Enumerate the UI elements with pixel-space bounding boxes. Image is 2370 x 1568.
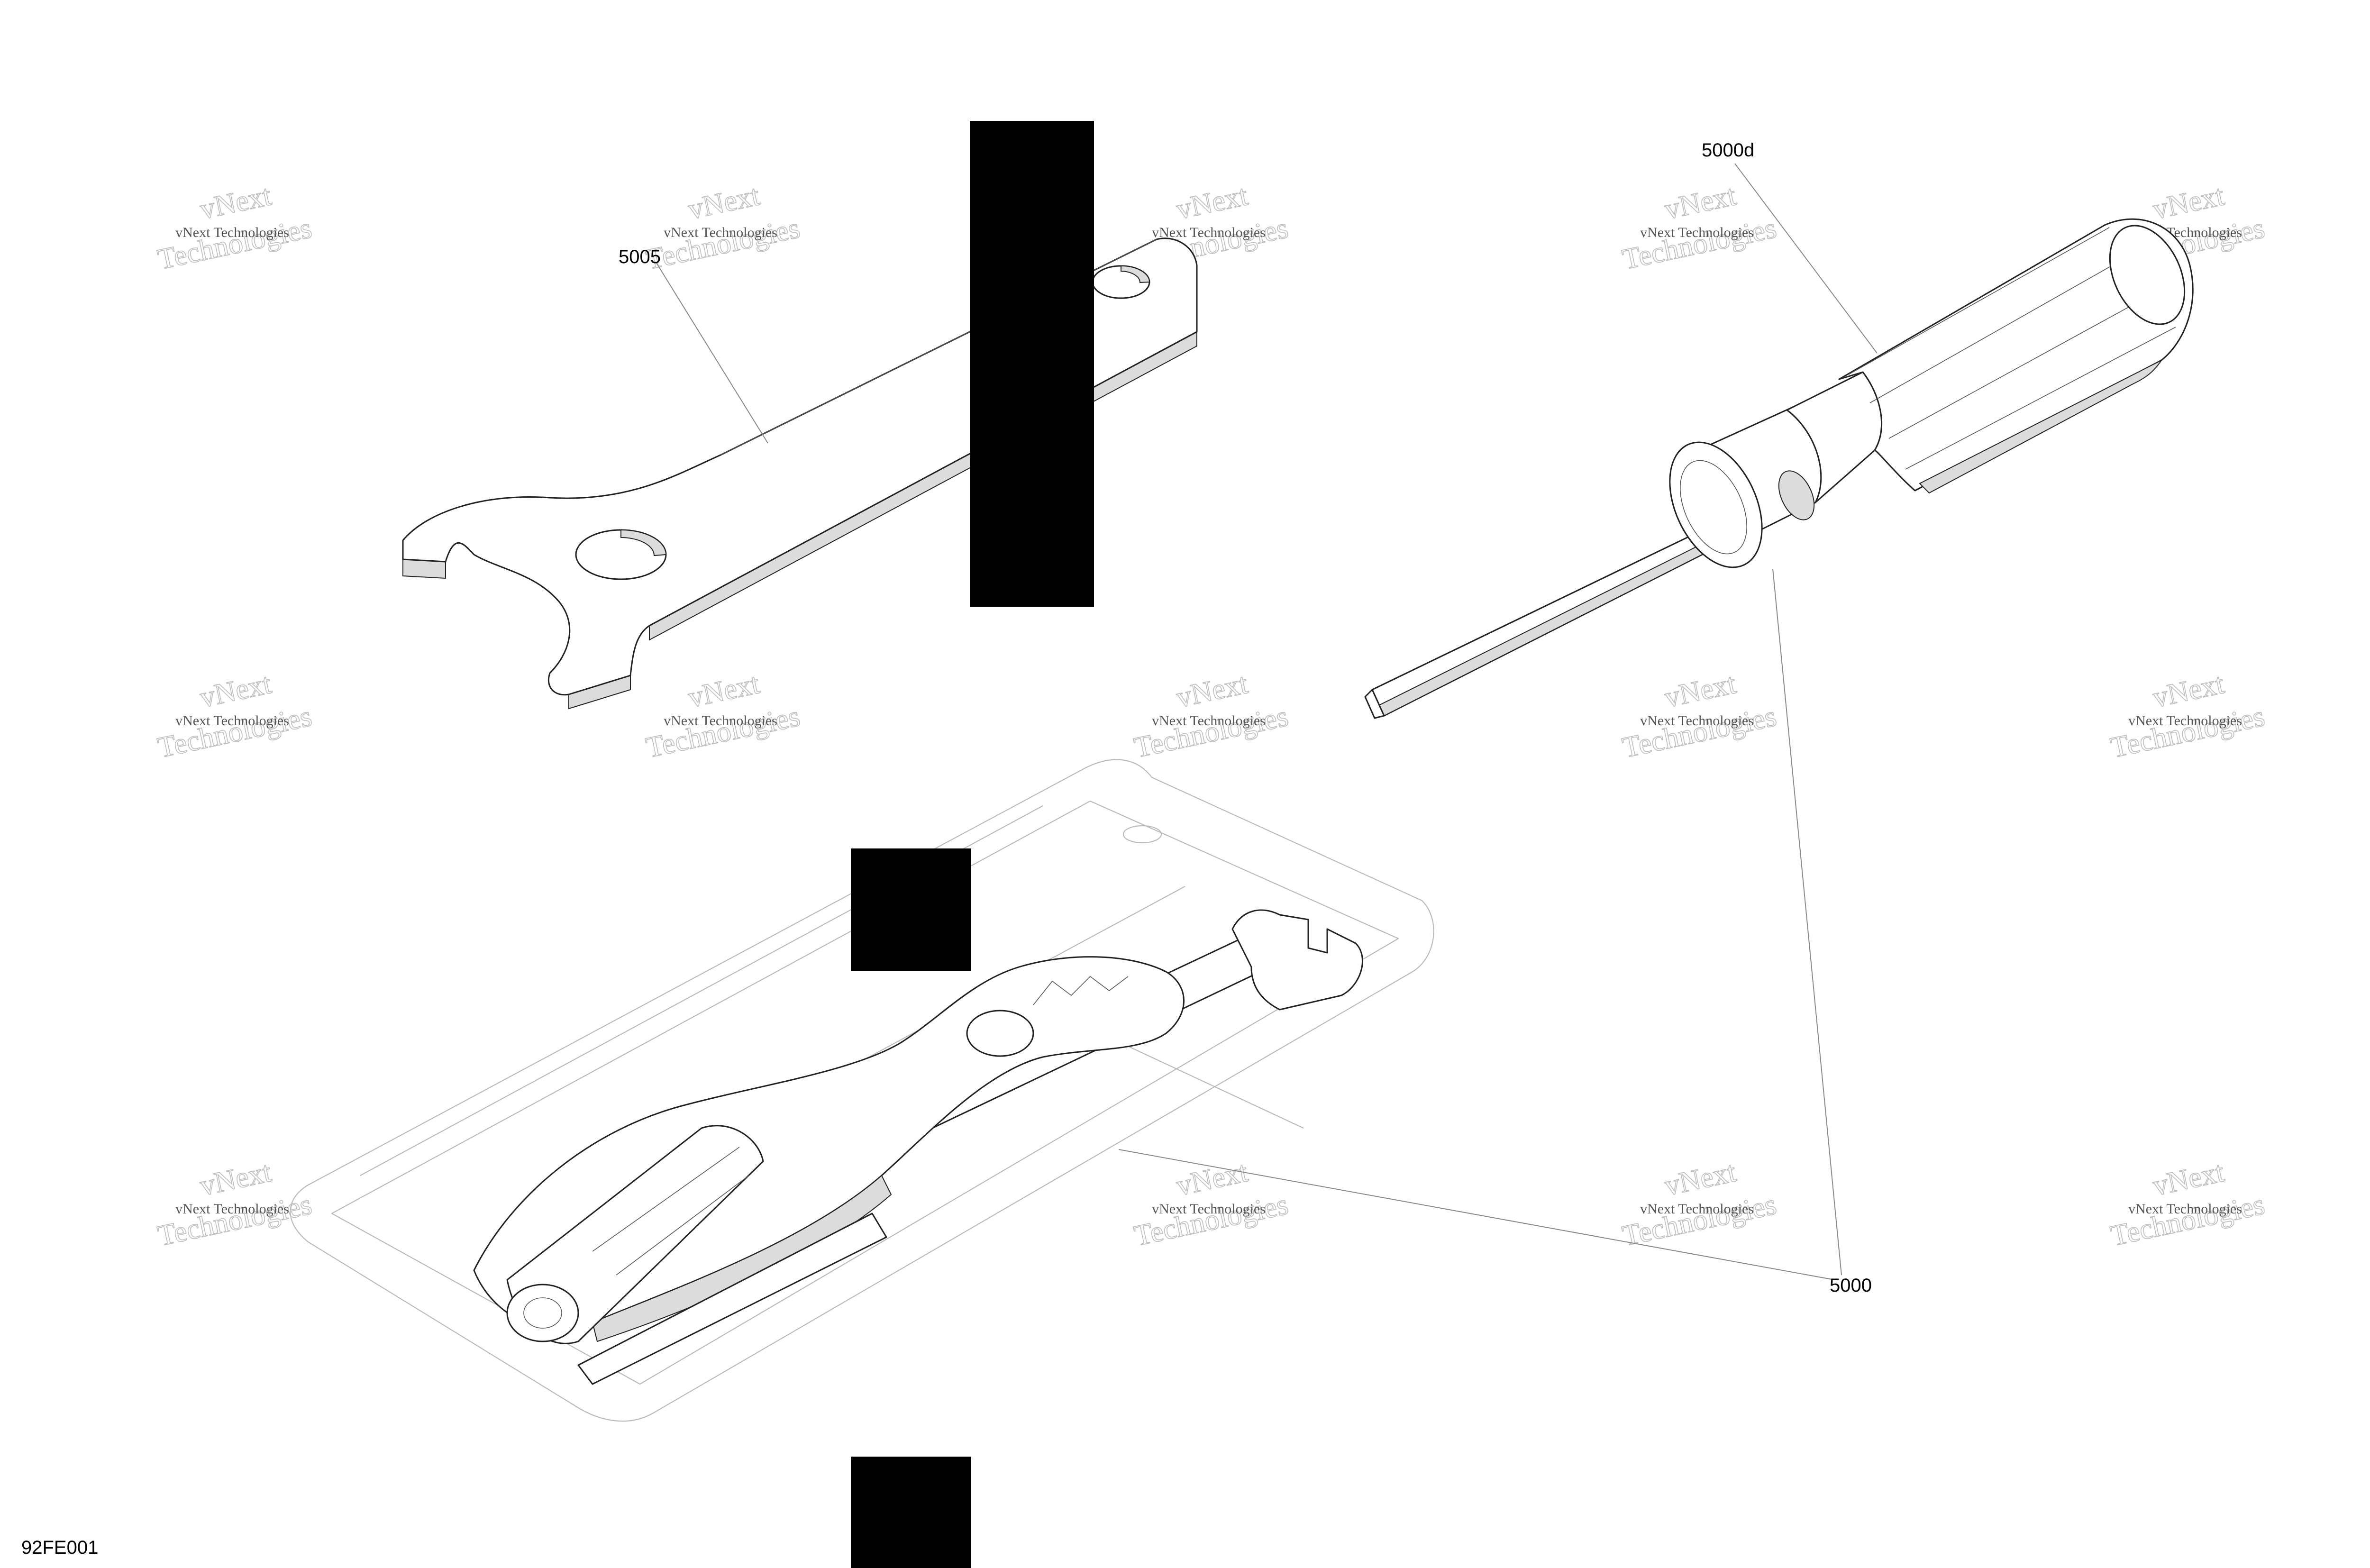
svg-text:vNext: vNext — [1662, 1156, 1739, 1202]
svg-text:vNext: vNext — [2150, 1156, 2227, 1202]
svg-text:vNext Technologies: vNext Technologies — [2128, 713, 2242, 729]
svg-text:vNext Technologies: vNext Technologies — [1640, 713, 1754, 729]
svg-text:Technologies: Technologies — [643, 212, 803, 276]
svg-text:vNext Technologies: vNext Technologies — [2128, 1201, 2242, 1217]
svg-text:Technologies: Technologies — [1620, 212, 1779, 276]
redaction-block-top — [970, 121, 1094, 607]
svg-text:Technologies: Technologies — [2108, 700, 2268, 764]
svg-text:vNext: vNext — [197, 667, 274, 714]
svg-text:vNext Technologies: vNext Technologies — [664, 225, 777, 240]
leader-line-5000-a — [1772, 568, 1842, 1276]
svg-text:vNext Technologies: vNext Technologies — [664, 713, 777, 729]
redaction-block-bottom — [851, 1457, 971, 1568]
leader-line-5000d — [1734, 163, 1878, 354]
svg-text:vNext: vNext — [2150, 667, 2227, 714]
svg-text:Technologies: Technologies — [2108, 1188, 2268, 1252]
svg-text:vNext Technologies: vNext Technologies — [1640, 225, 1754, 240]
leader-line-5000-b — [1118, 1149, 1835, 1280]
tool-kit-pouch — [290, 759, 1434, 1422]
svg-text:vNext: vNext — [1662, 667, 1739, 714]
svg-text:vNext Technologies: vNext Technologies — [175, 1201, 289, 1217]
svg-text:vNext: vNext — [1174, 667, 1250, 714]
drawing-code: 92FE001 — [21, 1537, 98, 1558]
svg-text:Technologies: Technologies — [1620, 1188, 1779, 1252]
svg-text:Technologies: Technologies — [1131, 1188, 1291, 1252]
redaction-block-middle — [851, 848, 971, 971]
svg-text:vNext: vNext — [685, 667, 762, 714]
svg-text:Technologies: Technologies — [155, 1188, 315, 1252]
svg-text:Technologies: Technologies — [1131, 700, 1291, 764]
svg-text:vNext Technologies: vNext Technologies — [1640, 1201, 1754, 1217]
svg-text:vNext: vNext — [685, 179, 762, 226]
svg-text:vNext: vNext — [2150, 179, 2227, 226]
svg-text:vNext Technologies: vNext Technologies — [175, 225, 289, 240]
svg-text:vNext Technologies: vNext Technologies — [175, 713, 289, 729]
svg-text:vNext Technologies: vNext Technologies — [1152, 225, 1266, 240]
svg-text:vNext: vNext — [1174, 1156, 1250, 1202]
svg-text:vNext: vNext — [1174, 179, 1250, 226]
svg-text:vNext Technologies: vNext Technologies — [1152, 1201, 1266, 1217]
svg-text:vNext: vNext — [197, 1156, 274, 1202]
leader-line-5005 — [656, 263, 768, 444]
svg-text:Technologies: Technologies — [155, 700, 315, 764]
svg-text:Technologies: Technologies — [643, 700, 803, 764]
callout-5000d: 5000d — [1702, 140, 1754, 161]
svg-text:vNext: vNext — [1662, 179, 1739, 226]
callout-5005: 5005 — [619, 246, 661, 267]
callout-5000: 5000 — [1830, 1275, 1872, 1296]
svg-text:vNext Technologies: vNext Technologies — [1152, 713, 1266, 729]
svg-text:Technologies: Technologies — [155, 212, 315, 276]
screwdriver — [1364, 218, 2194, 719]
svg-text:vNext: vNext — [197, 179, 274, 226]
svg-text:Technologies: Technologies — [1620, 700, 1779, 764]
